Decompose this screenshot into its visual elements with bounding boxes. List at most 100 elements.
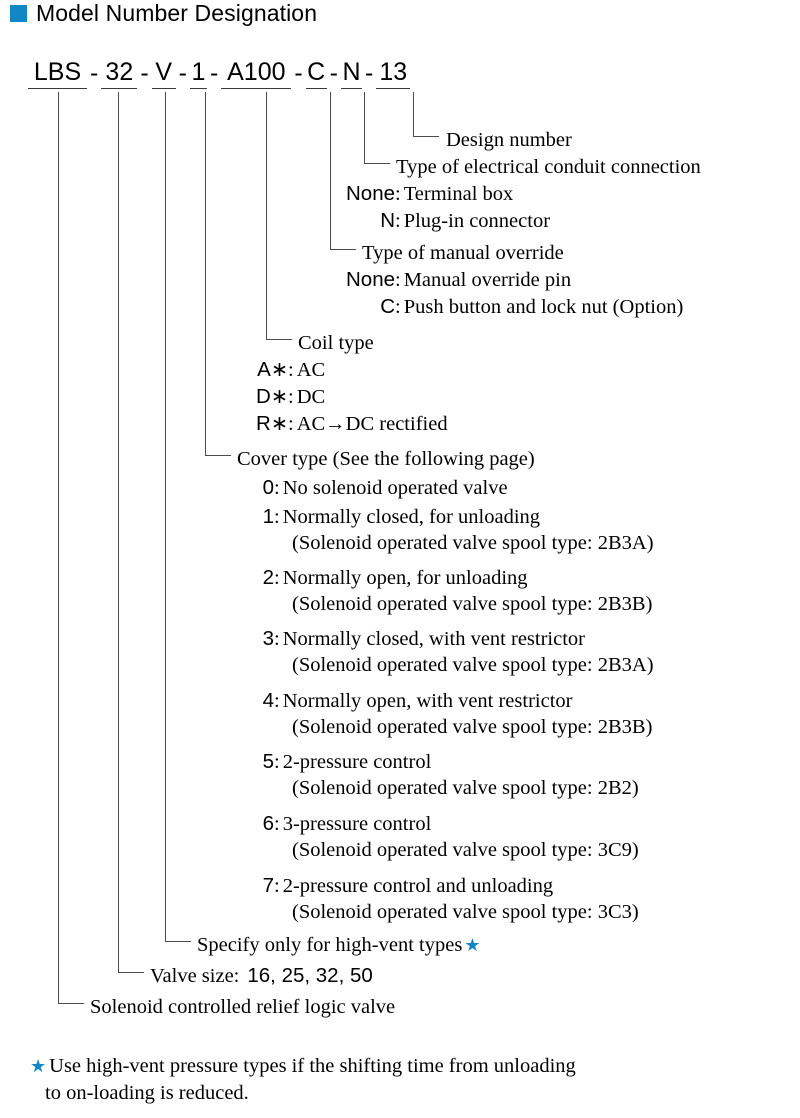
model-segment-design-number: 13: [376, 60, 411, 89]
leader-line-design-number: [413, 92, 415, 137]
page-header: Model Number Designation: [10, 2, 317, 25]
colon: :: [274, 567, 280, 589]
leader-elbow-coil-type: [266, 339, 292, 341]
model-segment-coil-type: A100: [221, 60, 292, 89]
cover-type-option-5-note: (Solenoid operated valve spool type: 2B2…: [292, 777, 639, 799]
cover-type-option-2-value: Normally open, for unloading: [282, 567, 528, 589]
cover-type-option-5: 5 : 2-pressure control: [248, 750, 432, 773]
model-segment-manual-override: C: [305, 60, 327, 89]
callout-cover-type-title: Cover type (See the following page): [237, 448, 535, 470]
callout-valve-size-label: Valve size:: [150, 965, 240, 987]
cover-type-option-7-note: (Solenoid operated valve spool type: 3C3…: [292, 901, 639, 923]
model-separator: -: [178, 59, 187, 87]
colon: :: [288, 359, 294, 381]
conduit-option-none-key: None: [345, 182, 395, 205]
cover-type-option-6-value: 3-pressure control: [282, 813, 432, 835]
conduit-option-n-key: N: [380, 209, 395, 232]
coil-type-option-a-key: A∗: [257, 358, 288, 381]
colon: :: [274, 813, 280, 835]
model-separator: -: [140, 59, 149, 87]
leader-line-series: [58, 92, 60, 1004]
leader-line-conduit: [364, 92, 366, 164]
manual-override-option-none-key: None: [345, 268, 395, 291]
leader-elbow-valve-size: [118, 972, 144, 974]
cover-type-option-1-note: (Solenoid operated valve spool type: 2B3…: [292, 532, 654, 554]
conduit-option-none-value: Terminal box: [403, 183, 514, 205]
leader-elbow-manual-override: [330, 249, 356, 251]
page-title: Model Number Designation: [36, 0, 318, 26]
coil-type-option-d-key: D∗: [256, 385, 288, 408]
leader-line-high-vent: [165, 92, 167, 942]
callout-valve-size: Valve size: 16, 25, 32, 50: [150, 965, 373, 987]
cover-type-option-7-value: 2-pressure control and unloading: [282, 875, 554, 897]
model-segment-cover-type: 1: [189, 60, 207, 89]
conduit-option-n: N : Plug-in connector: [285, 209, 551, 232]
callout-series: Solenoid controlled relief logic valve: [90, 996, 396, 1018]
cover-type-option-2-note: (Solenoid operated valve spool type: 2B3…: [292, 593, 653, 615]
cover-type-option-4: 4 : Normally open, with vent restrictor: [248, 690, 573, 712]
model-segment-valve-size: 32: [101, 60, 138, 89]
model-segment-high-vent: V: [151, 60, 176, 89]
colon: :: [274, 628, 280, 650]
cover-type-option-2-key: 2: [262, 566, 274, 589]
colon: :: [274, 875, 280, 897]
footnote-line-1: Use high-vent pressure types if the shif…: [49, 1055, 576, 1077]
conduit-option-n-value: Plug-in connector: [403, 210, 551, 232]
colon: :: [288, 386, 294, 408]
cover-type-option-3: 3 : Normally closed, with vent restricto…: [248, 628, 585, 650]
leader-elbow-high-vent: [165, 941, 191, 943]
model-separator: -: [294, 59, 303, 87]
star-icon: ★: [464, 935, 481, 955]
model-separator: -: [90, 59, 99, 87]
leader-line-coil-type: [266, 92, 268, 340]
cover-type-option-1-value: Normally closed, for unloading: [282, 506, 541, 528]
coil-type-option-a-value: AC: [296, 359, 326, 381]
leader-elbow-cover-type: [205, 455, 231, 457]
coil-type-option-a: A∗ : AC: [240, 358, 326, 381]
callout-manual-override-title: Type of manual override: [362, 242, 564, 264]
cover-type-option-4-note: (Solenoid operated valve spool type: 2B3…: [292, 716, 653, 738]
callout-coil-type-title: Coil type: [298, 332, 374, 354]
manual-override-option-c-key: C: [380, 295, 395, 318]
leader-elbow-design-number: [413, 136, 439, 138]
model-segment-conduit: N: [340, 60, 362, 89]
colon: :: [274, 477, 280, 499]
colon: :: [395, 269, 401, 291]
manual-override-option-c: C : Push button and lock nut (Option): [285, 295, 683, 318]
callout-high-vent: Specify only for high-vent types★: [197, 935, 480, 956]
colon: :: [274, 690, 280, 712]
footnote: ★Use high-vent pressure types if the shi…: [30, 1053, 770, 1106]
cover-type-option-6-note: (Solenoid operated valve spool type: 3C9…: [292, 839, 639, 861]
manual-override-option-none: None : Manual override pin: [285, 268, 571, 291]
callout-high-vent-text: Specify only for high-vent types: [197, 934, 463, 956]
callout-conduit-title: Type of electrical conduit connection: [396, 156, 701, 178]
colon: :: [395, 296, 401, 318]
leader-line-cover-type: [205, 92, 207, 456]
footnote-star-icon: ★: [30, 1056, 47, 1076]
cover-type-option-5-key: 5: [262, 750, 274, 773]
cover-type-option-3-note: (Solenoid operated valve spool type: 2B3…: [292, 654, 654, 676]
coil-type-option-d: D∗ : DC: [240, 385, 326, 408]
cover-type-option-1-key: 1: [262, 505, 274, 528]
coil-type-option-r-value: AC→DC rectified: [296, 413, 448, 435]
colon: :: [274, 751, 280, 773]
cover-type-option-7: 7 : 2-pressure control and unloading: [248, 874, 554, 897]
model-segment-series: LBS: [28, 60, 87, 89]
model-separator: -: [209, 59, 219, 87]
model-code-line: LBS - 32 - V - 1 - A100 - C - N - 13: [28, 59, 411, 89]
coil-type-option-d-value: DC: [296, 386, 326, 408]
cover-type-option-6-key: 6: [262, 812, 274, 835]
callout-design-number: Design number: [446, 129, 572, 151]
cover-type-option-2: 2 : Normally open, for unloading: [248, 566, 528, 589]
colon: :: [274, 506, 280, 528]
cover-type-option-0-value: No solenoid operated valve: [282, 477, 508, 499]
cover-type-option-7-key: 7: [262, 874, 274, 897]
cover-type-option-6: 6 : 3-pressure control: [248, 812, 432, 835]
coil-type-option-r: R∗ : AC→DC rectified: [240, 413, 448, 435]
model-separator: -: [329, 59, 338, 87]
colon: :: [395, 210, 401, 232]
cover-type-option-1: 1 : Normally closed, for unloading: [248, 505, 541, 528]
model-separator: -: [364, 59, 374, 87]
cover-type-option-0-key: 0: [262, 476, 274, 499]
